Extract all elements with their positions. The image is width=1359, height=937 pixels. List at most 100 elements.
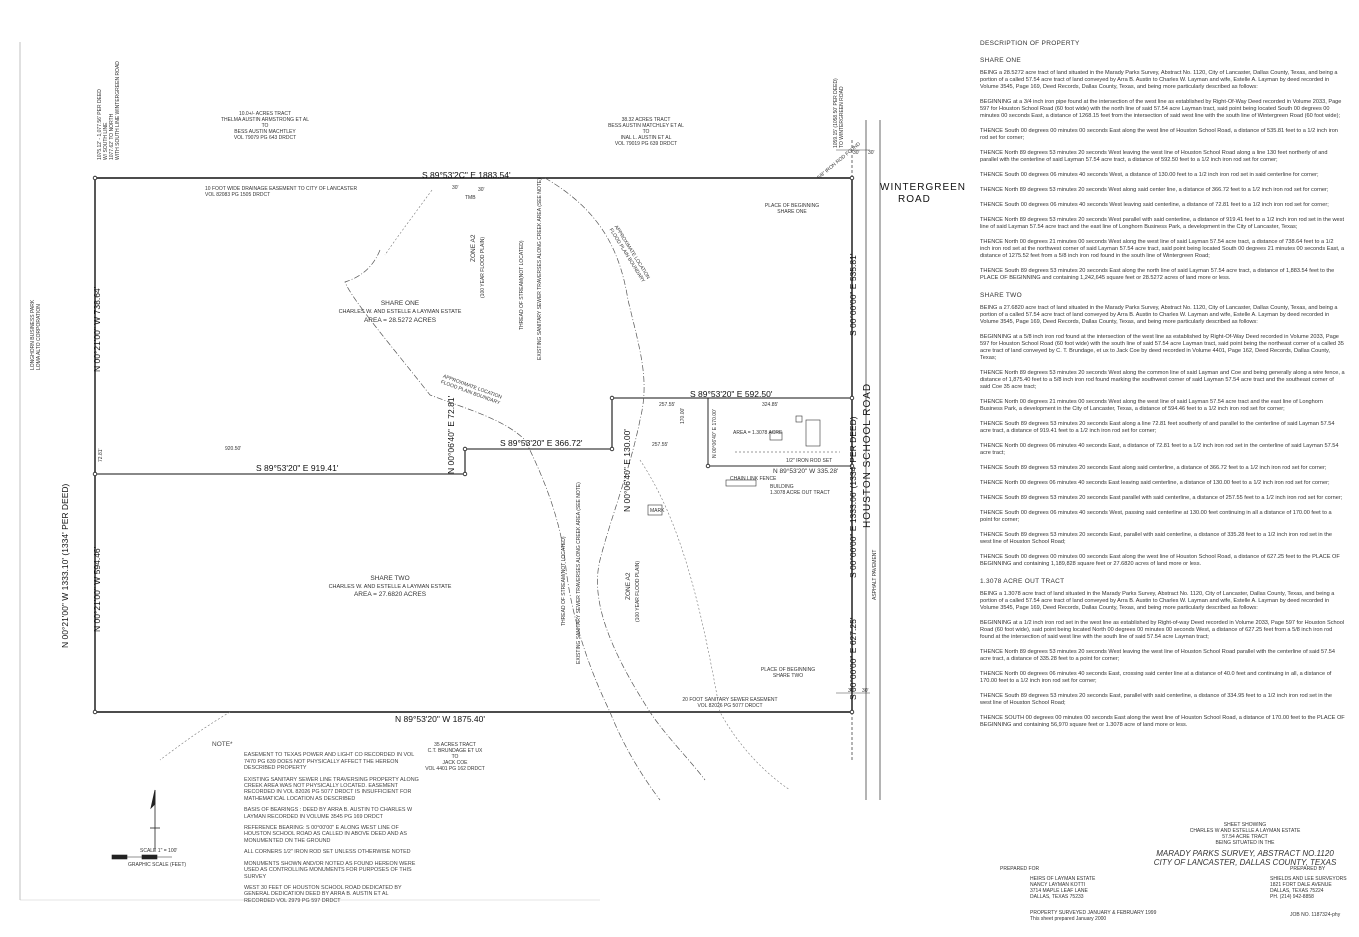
share-two-para: THENCE South 00 degrees 06 minutes 40 se…: [980, 510, 1332, 523]
share-one-para: THENCE North 00 degrees 21 minutes 00 se…: [980, 239, 1345, 259]
dim-30-f: 30': [862, 688, 869, 694]
acre-out-para: THENCE South 89 degrees 53 minutes 20 se…: [980, 693, 1332, 706]
dim-30-b: 30': [478, 187, 485, 193]
share-one-para: THENCE North 89 degrees 53 minutes 20 se…: [980, 217, 1345, 230]
buildings: [647, 415, 840, 516]
acre-out-para: THENCE North 00 degrees 06 minutes 40 se…: [980, 671, 1332, 684]
bearing-acre-south: N 89°53'20" W 335.28': [773, 468, 839, 475]
stream-label-lower: THREAD OF STREAM(NOT LOCATED): [561, 536, 567, 626]
share-two-para: THENCE South 89 degrees 53 minutes 20 se…: [980, 421, 1335, 434]
share-division-line: [95, 397, 853, 475]
zone-a2-lower-sub: (100 YEAR FLOOD PLAIN): [635, 560, 641, 622]
note-item: ALL CORNERS 1/2" IRON ROD SET UNLESS OTH…: [244, 849, 411, 856]
zone-a2-upper: ZONE A2: [470, 234, 477, 262]
dim-30-d: 30': [868, 150, 875, 156]
bearing-west-lower: N 00°21'00" W 594.46': [92, 546, 102, 632]
share-one-owner: CHARLES W. AND ESTELLE A LAYMAN ESTATE: [338, 309, 462, 315]
dim-72-left: 72.81': [98, 448, 104, 462]
note-item: MONUMENTS SHOWN AND/OR NOTED AS FOUND HE…: [244, 860, 416, 880]
sheet-note: SHEET SHOWING CHARLES W AND ESTELLE A LA…: [1189, 822, 1301, 846]
note-item: WEST 30 FEET OF HOUSTON SCHOOL ROAD DEDI…: [244, 884, 402, 904]
acre-out-para: THENCE SOUTH 00 degrees 00 minutes 00 se…: [980, 715, 1345, 728]
share-one-area: AREA = 28.5272 ACRES: [363, 317, 437, 324]
iron-rod-label: 1/2" IRON ROD SET: [786, 458, 833, 464]
dim-257-a: 257.55': [659, 402, 676, 408]
adjoiner-thelma: 10.0+/- ACRES TRACT THELMA AUSTIN ARMSTR…: [221, 111, 309, 141]
chain-link-label: CHAIN LINK FENCE: [730, 476, 777, 482]
stream-label-upper: THREAD OF STREAM(NOT LOCATED): [519, 240, 525, 330]
bearing-east-upper: S 00°00'00" E 535.81': [848, 253, 858, 336]
bearing-jog-2: N 00°06'40" E 130.00': [622, 429, 632, 512]
share-two-para: THENCE North 00 degrees 06 minutes 40 se…: [980, 480, 1330, 486]
share-two-para: THENCE South 89 degrees 53 minutes 20 se…: [980, 532, 1332, 545]
share-two-para: THENCE North 89 degrees 53 minutes 20 se…: [980, 370, 1345, 390]
survey-notes: NOTE* EASEMENT TO TEXAS POWER AND LIGHT …: [212, 741, 419, 909]
note-item: REFERENCE BEARING: S 00°00'00" E ALONG W…: [244, 825, 407, 844]
note-item: EASEMENT TO TEXAS POWER AND LIGHT CO REC…: [244, 752, 415, 772]
bearing-north-line: S 89°53'2C" E 1883.54': [422, 170, 511, 180]
row-left-note: 1075.12' - 1,077.56' PER DEED W/ SOUTH L…: [97, 61, 121, 160]
zone-a2-upper-sub: (100 YEAR FLOOD PLAIN): [480, 236, 486, 298]
prepared-by-label: PREPARED BY: [1290, 866, 1326, 872]
share-one-label: SHARE ONE: [380, 300, 420, 307]
share-two-para: BEING a 27.6820 acre tract of land situa…: [980, 305, 1338, 325]
dim-170-bearing: N 00°06'40" E 170.00': [712, 409, 718, 458]
notes-title: NOTE*: [212, 741, 233, 748]
note-item: BASIS OF BEARINGS : DEED BY ARRA B. AUST…: [244, 807, 413, 820]
share-one-para: BEGINNING at a 3/4 inch iron pipe found …: [980, 99, 1342, 119]
share-two-para: THENCE South 00 degrees 00 minutes 00 se…: [980, 554, 1340, 567]
pob-share-one: PLACE OF BEGINNING SHARE ONE: [764, 203, 820, 215]
graphic-scale: [111, 854, 172, 860]
road-lines: [836, 120, 881, 800]
bearing-south-line: N 89°53'20" W 1875.40': [395, 714, 485, 724]
corner-monuments: [92, 175, 855, 715]
share-two-area: AREA = 27.6820 ACRES: [353, 591, 427, 598]
job-number: JOB NO. 1187324-phy: [1290, 912, 1341, 918]
north-arrow: [150, 789, 160, 850]
share-two-para: THENCE South 89 degrees 53 minutes 20 se…: [980, 495, 1343, 501]
share-two-heading: SHARE TWO: [980, 292, 1022, 299]
sewer-label-lower: EXISTING SANITARY SEWER TRAVERSES ALONG …: [576, 482, 582, 664]
dim-920: 920.50': [225, 446, 242, 452]
bearing-inner-mid: S 89°53'20" E 366.72': [500, 438, 583, 448]
share-one-para: THENCE North 89 degrees 53 minutes 20 se…: [980, 187, 1329, 193]
bearing-east-overall: S 00°00'00" E 1333.06' (1334' PER DEED): [848, 416, 858, 578]
zone-a2-lower: ZONE A2: [625, 572, 632, 600]
mark-label: MARK: [650, 508, 665, 514]
sewer-easement-label: 20 FOOT SANITARY SEWER EASEMENT VOL 8202…: [682, 697, 778, 709]
scale-sub: GRAPHIC SCALE (FEET): [128, 862, 187, 868]
property-description: DESCRIPTION OF PROPERTY SHARE ONE BEING …: [980, 40, 1345, 737]
share-one-para: THENCE South 00 degrees 06 minutes 40 se…: [980, 172, 1319, 178]
prepared-for: HEIRS OF LAYMAN ESTATE NANCY LAYMAN KOTT…: [1030, 876, 1096, 900]
dim-30-e: 30': [848, 688, 855, 694]
survey-date: PROPERTY SURVEYED JANUARY & FEBRUARY 199…: [1030, 910, 1157, 922]
share-one-para: THENCE South 89 degrees 53 minutes 20 se…: [980, 268, 1335, 281]
title-city: CITY OF LANCASTER, DALLAS COUNTY, TEXAS: [1153, 858, 1337, 867]
share-two-para: THENCE North 00 degrees 06 minutes 40 se…: [980, 443, 1339, 456]
acre-out-heading: 1.3078 ACRE OUT TRACT: [980, 578, 1065, 585]
prepared-for-label: PREPARED FOR: [1000, 866, 1040, 872]
sewer-label-upper: EXISTING SANITARY SEWER TRAVERSES ALONG …: [537, 178, 543, 360]
acre-out-tract-label: BUILDING 1.3078 ACRE OUT TRACT: [770, 484, 831, 496]
share-one-para: THENCE South 00 degrees 06 minutes 40 se…: [980, 202, 1329, 208]
share-two-owner: CHARLES W. AND ESTELLE A LAYMAN ESTATE: [328, 584, 452, 590]
prepared-by: SHIELDS AND LEE SURVEYORS 1821 FORT DALE…: [1270, 876, 1347, 900]
road-wintergreen: WINTERGREEN: [880, 182, 966, 193]
dim-30-c: 30': [853, 150, 860, 156]
road-wintergreen-2: ROAD: [898, 194, 931, 205]
dim-170: 170.00': [680, 407, 686, 424]
acre-out-para: BEGINNING at a 1/2 inch iron rod set in …: [980, 620, 1345, 640]
bearing-west-upper: N 00°21'00" W 738.64': [92, 286, 102, 372]
dim-257-b: 257.55': [652, 442, 669, 448]
asphalt-label: ASPHALT PAVEMENT: [872, 549, 878, 600]
dim-30-a: 30': [452, 185, 459, 191]
scale-label: SCALE 1" = 100': [140, 848, 178, 854]
share-two-para: BEGINNING at a 5/8 inch iron rod found a…: [980, 334, 1344, 361]
creek-thread: [344, 177, 706, 801]
share-two-para: THENCE North 00 degrees 21 minutes 00 se…: [980, 399, 1323, 412]
description-heading: DESCRIPTION OF PROPERTY: [980, 40, 1080, 47]
title-survey: MARADY PARKS SURVEY, ABSTRACT NO.1120: [1156, 849, 1334, 858]
adjoiner-inal: 38.32 ACRES TRACT BESS AUSTIN MATCHLEY E…: [608, 117, 684, 147]
bearing-jog-1: N 00°06'40" E 72.81': [446, 395, 456, 474]
title-block: SHEET SHOWING CHARLES W AND ESTELLE A LA…: [1145, 822, 1345, 867]
